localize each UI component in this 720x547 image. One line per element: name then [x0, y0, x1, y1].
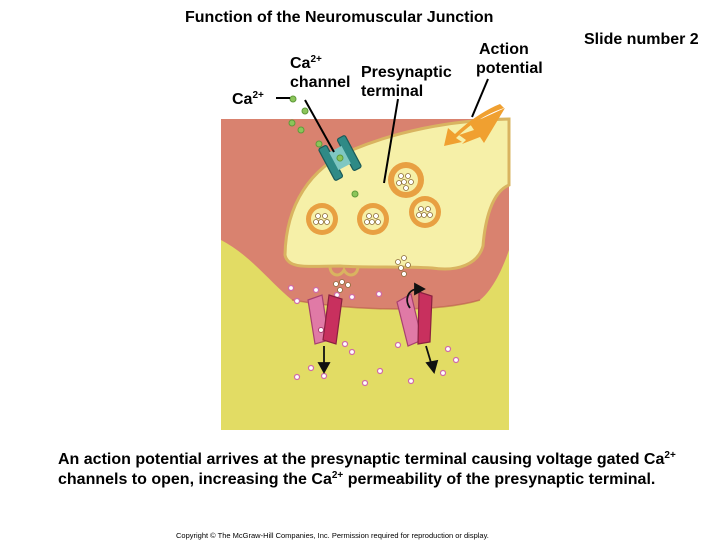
label-calcium-channel: Ca2+ channel: [290, 54, 351, 92]
vesicle: [409, 196, 441, 228]
copyright-notice: Copyright © The McGraw-Hill Companies, I…: [176, 531, 489, 540]
calcium-channel: [318, 135, 362, 181]
vesicle: [357, 203, 389, 235]
slide-title: Function of the Neuromuscular Junction: [185, 9, 494, 26]
leader-lines: [276, 78, 489, 184]
muscle-fiber: [221, 240, 509, 430]
synaptic-vesicles: [306, 162, 441, 235]
action-potential-arrow: [444, 104, 505, 146]
ion-flow-arrows: [317, 282, 439, 374]
calcium-ions: [288, 95, 359, 198]
fusing-vesicles: [328, 255, 411, 293]
caption: An action potential arrives at the presy…: [58, 450, 676, 489]
vesicle: [388, 162, 424, 198]
label-presynaptic-terminal: Presynaptic terminal: [361, 64, 452, 100]
label-action-potential: Action potential: [476, 41, 543, 77]
acetylcholine-receptor: [307, 294, 343, 345]
slide-number: Slide number 2: [584, 31, 699, 48]
vesicle: [306, 203, 338, 235]
acetylcholine-molecules: [287, 284, 460, 387]
acetylcholine-receptor: [396, 291, 433, 347]
label-calcium-ion: Ca2+: [232, 90, 264, 109]
